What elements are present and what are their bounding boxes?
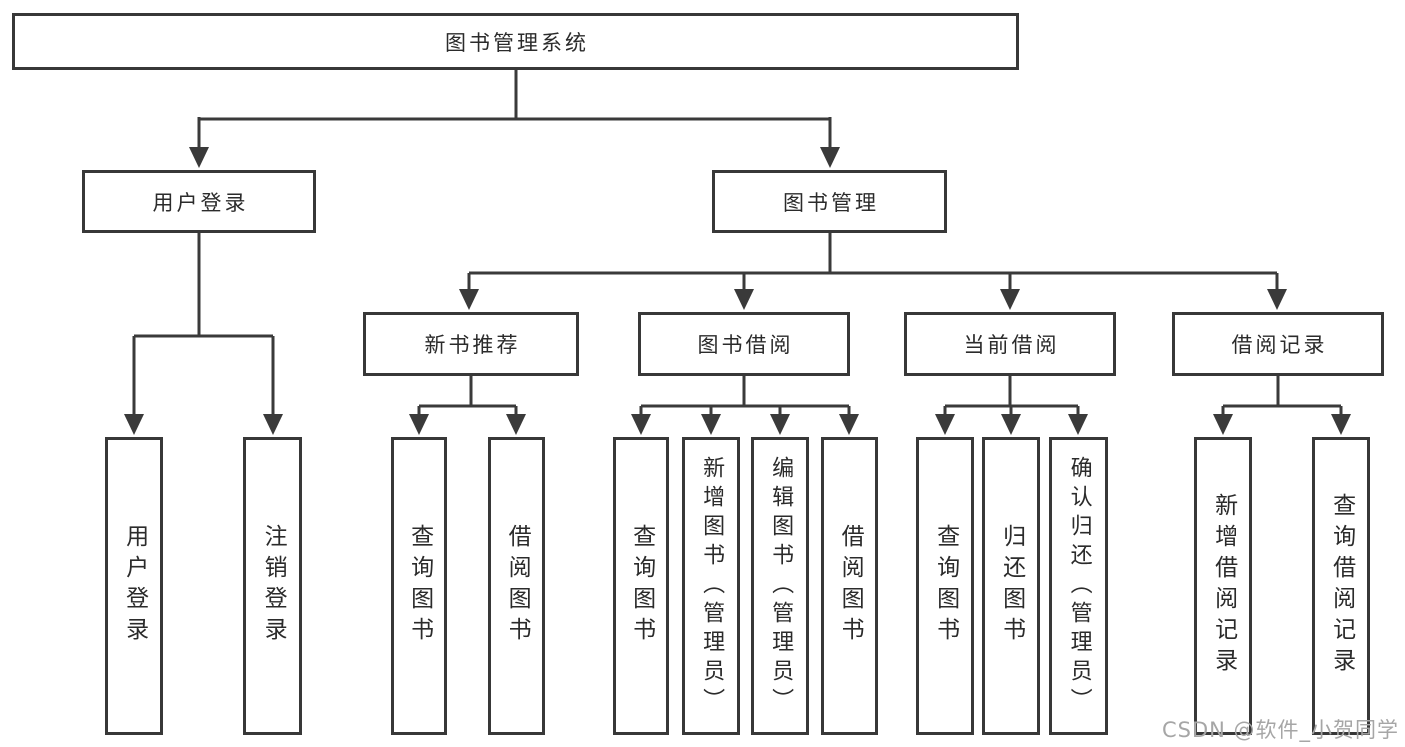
node-book-borrow: 图书借阅 bbox=[638, 312, 850, 376]
node-leaf-br-query-record: 查询借阅记录 bbox=[1312, 437, 1370, 735]
connector-current-borrow-children bbox=[935, 376, 1088, 435]
node-leaf-br-add-record: 新增借阅记录 bbox=[1194, 437, 1252, 735]
node-label: 确认归还（管理员） bbox=[1066, 455, 1092, 717]
node-leaf-bb-edit-books-admin: 编辑图书（管理员） bbox=[751, 437, 809, 735]
node-label: 用户登录 bbox=[121, 524, 148, 648]
watermark: CSDN @软件_小贺同学 bbox=[1162, 718, 1400, 742]
node-new-book-recommend: 新书推荐 bbox=[363, 312, 579, 376]
node-borrow-records: 借阅记录 bbox=[1172, 312, 1384, 376]
node-label: 新增借阅记录 bbox=[1210, 493, 1237, 679]
node-current-borrow: 当前借阅 bbox=[904, 312, 1116, 376]
node-leaf-cb-confirm-return-admin: 确认归还（管理员） bbox=[1049, 437, 1108, 735]
node-leaf-nbr-query-books: 查询图书 bbox=[391, 437, 447, 735]
node-label: 归还图书 bbox=[998, 524, 1025, 648]
node-label: 查询图书 bbox=[932, 524, 959, 648]
node-label: 用户登录 bbox=[152, 190, 249, 215]
node-leaf-nbr-borrow-books: 借阅图书 bbox=[488, 437, 545, 735]
node-leaf-cb-query-books: 查询图书 bbox=[916, 437, 974, 735]
node-book-management: 图书管理 bbox=[712, 170, 947, 233]
node-leaf-logout: 注销登录 bbox=[243, 437, 302, 735]
connector-borrow-records-children bbox=[1213, 376, 1351, 435]
node-leaf-bb-add-books-admin: 新增图书（管理员） bbox=[682, 437, 740, 735]
node-root: 图书管理系统 bbox=[12, 13, 1019, 70]
connector-user-login-children bbox=[124, 233, 283, 435]
node-label: 图书管理 bbox=[783, 190, 879, 215]
node-label: 借阅图书 bbox=[837, 524, 864, 648]
node-leaf-bb-borrow-books: 借阅图书 bbox=[821, 437, 878, 735]
node-label: 借阅记录 bbox=[1231, 333, 1328, 357]
node-label: 查询借阅记录 bbox=[1328, 493, 1355, 679]
node-label: 新增图书（管理员） bbox=[699, 455, 725, 717]
node-label: 当前借阅 bbox=[963, 333, 1060, 357]
connector-root-to-level2 bbox=[189, 70, 840, 168]
connector-new-book-recommend-children bbox=[409, 376, 526, 435]
node-label: 图书管理系统 bbox=[445, 30, 589, 55]
node-label: 查询图书 bbox=[628, 524, 655, 648]
node-leaf-bb-query-books: 查询图书 bbox=[613, 437, 669, 735]
node-label: 图书借阅 bbox=[697, 333, 794, 357]
node-label: 注销登录 bbox=[260, 524, 287, 648]
connector-book-borrow-children bbox=[631, 376, 859, 435]
node-label: 借阅图书 bbox=[504, 524, 531, 648]
node-user-login: 用户登录 bbox=[82, 170, 316, 233]
connector-book-management-children bbox=[459, 233, 1287, 310]
node-label: 新书推荐 bbox=[424, 333, 521, 357]
node-leaf-user-login: 用户登录 bbox=[105, 437, 163, 735]
node-label: 编辑图书（管理员） bbox=[768, 455, 794, 717]
node-leaf-cb-return-books: 归还图书 bbox=[982, 437, 1040, 735]
node-label: 查询图书 bbox=[406, 524, 433, 648]
